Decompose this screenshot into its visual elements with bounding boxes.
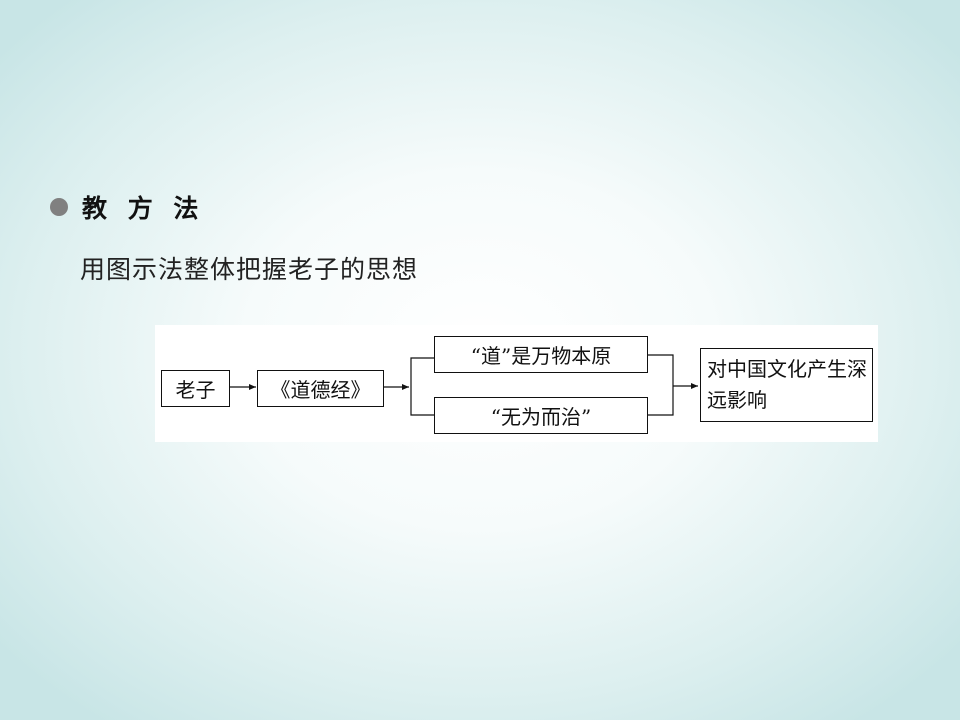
bullet-circle-icon <box>50 198 68 216</box>
node-dao-origin: “道”是万物本原 <box>434 336 648 373</box>
branch-bracket-left <box>410 357 434 416</box>
section-heading: 教 方 法 <box>50 190 204 224</box>
section-title: 教 方 法 <box>82 194 205 223</box>
node-cultural-influence: 对中国文化产生深远影响 <box>700 348 873 422</box>
section-subtitle: 用图示法整体把握老子的思想 <box>80 255 419 284</box>
node-daodejing: 《道德经》 <box>257 370 384 407</box>
concept-diagram: 老子 《道德经》 “道”是万物本原 “无为而治” 对中国文化产生深远影响 <box>155 325 878 442</box>
node-wuwei: “无为而治” <box>434 397 648 434</box>
diagram-connectors <box>230 354 698 416</box>
node-laozi: 老子 <box>161 370 230 407</box>
branch-bracket-right <box>648 354 674 416</box>
